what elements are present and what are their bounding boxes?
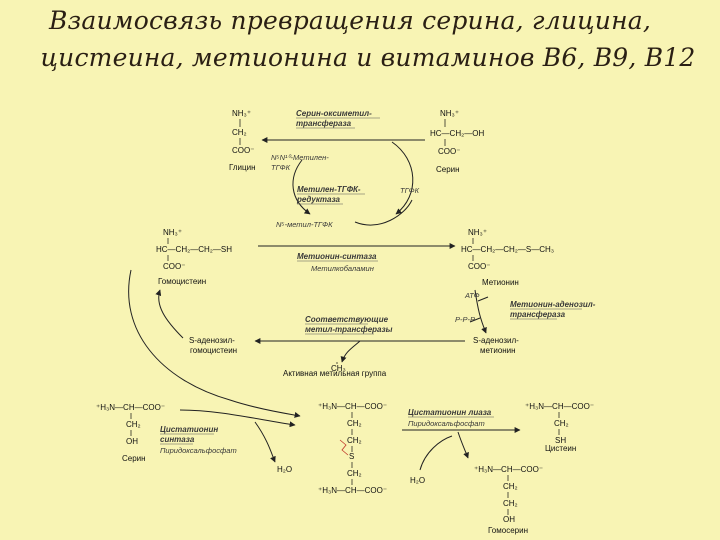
cysteine-ch2: CH₂ — [554, 419, 569, 428]
cystathionine-ch2b: CH₂ — [347, 436, 362, 445]
cleavage-mark — [339, 439, 349, 456]
methionine-name: Метионин — [482, 278, 519, 287]
enzyme-cbs-line2: синтаза — [160, 435, 195, 444]
enzyme-mthfr-line2: редуктаза — [296, 195, 341, 204]
methionine-chain: HC—CH₂—CH₂—S—CH₃ — [461, 245, 554, 254]
methyl-group-name: Активная метильная группа — [283, 369, 387, 378]
cysteine-chain: ⁺H₃N—CH—COO⁻ — [525, 402, 594, 411]
methyl-ch3: CH₃ — [331, 364, 346, 373]
sam-line1: S-аденозил- — [473, 336, 519, 345]
cofactor-methylene-thf-line2: ТГФК — [271, 163, 291, 172]
serine-name: Серин — [436, 165, 460, 174]
enzyme-mat-line1: Метионин-аденозил- — [510, 300, 596, 309]
glycine-coo: COO⁻ — [232, 146, 254, 155]
cofactor-methylcobalamin: Метилкобаламин — [311, 264, 374, 273]
sam-line2: метионин — [480, 346, 516, 355]
cysteine-name: Цистеин — [545, 444, 576, 453]
glycine-structure: NH₃⁺ CH₂ COO⁻ Глицин — [229, 109, 256, 172]
cofactor-cgl: Пиридоксальфосфат — [408, 419, 485, 428]
arrow-serine-to-cystathionine — [179, 409, 296, 428]
cofactor-cbs: Пиридоксальфосфат — [160, 446, 237, 455]
methionine-nh3: NH₃⁺ — [468, 228, 487, 237]
arrow-methylene-to-methyl — [292, 159, 311, 215]
serine2-chain: ⁺H₃N—CH—COO⁻ — [96, 403, 165, 412]
cofactor-atp: АТФ — [464, 291, 480, 300]
enzyme-mthfr-line1: Метилен-ТГФК- — [297, 185, 361, 194]
enzyme-shmt-line1: Серин-оксиметил- — [296, 109, 372, 118]
cysteine-structure: ⁺H₃N—CH—COO⁻ CH₂ SH Цистеин — [525, 402, 594, 453]
homoserine-oh: OH — [503, 515, 515, 524]
cystathionine-top: ⁺H₃N—CH—COO⁻ — [318, 402, 387, 411]
cystathionine-s: S — [349, 452, 354, 461]
arrow-water-in — [419, 435, 453, 471]
arrow-h2o-out-1 — [254, 421, 276, 463]
enzyme-shmt-line2: трансфераза — [296, 119, 352, 128]
homoserine-ch2b: CH₂ — [503, 499, 518, 508]
homocysteine-structure: NH₃⁺ HC—CH₂—CH₂—SH COO⁻ Гомоцистеин — [156, 228, 232, 286]
homoserine-ch2a: CH₂ — [503, 482, 518, 491]
title-line-1: Взаимосвязь превращения серина, глицина, — [48, 6, 652, 35]
homocysteine-nh3: NH₃⁺ — [163, 228, 182, 237]
cofactor-thf: ТГФК — [400, 186, 420, 195]
cystathionine-ch2a: CH₂ — [347, 419, 362, 428]
water-2: H₂O — [410, 476, 425, 485]
serine2-oh: OH — [126, 437, 138, 446]
enzyme-methionine-synthase: Метионин-синтаза — [297, 252, 377, 261]
cystathionine-bottom: ⁺H₃N—CH—COO⁻ — [318, 486, 387, 495]
arrow-sah-to-homocysteine — [155, 289, 184, 339]
glycine-name: Глицин — [229, 163, 256, 172]
methionine-structure: NH₃⁺ HC—CH₂—CH₂—S—CH₃ COO⁻ Метионин — [461, 228, 554, 287]
serine-chain: HC—CH₂—OH — [430, 129, 484, 138]
serine2-ch2: CH₂ — [126, 420, 141, 429]
homocysteine-coo: COO⁻ — [163, 262, 185, 271]
homoserine-structure: ⁺H₃N—CH—COO⁻ CH₂ CH₂ OH Гомосерин — [474, 465, 543, 535]
cysteine-sh: SH — [555, 436, 566, 445]
sah-line1: S-аденозил- — [189, 336, 235, 345]
homocysteine-chain: HC—CH₂—CH₂—SH — [156, 245, 232, 254]
methionine-coo: COO⁻ — [468, 262, 490, 271]
enzyme-cgl: Цистатионин лиаза — [408, 408, 492, 417]
arrow-cycle-bottom — [354, 199, 413, 226]
water-1: H₂O — [277, 465, 292, 474]
cofactor-methylene-thf-line1: N⁵N¹⁰-Метилен- — [271, 153, 329, 162]
cofactor-methyl-thf: N⁵-метил-ТГФК — [276, 220, 333, 229]
enzyme-mt-line2: метил-трансферазы — [305, 325, 393, 334]
glycine-ch2: CH₂ — [232, 128, 247, 137]
serine-coo: COO⁻ — [438, 147, 460, 156]
arrow-atp-in — [477, 296, 489, 302]
cystathionine-structure: ⁺H₃N—CH—COO⁻ CH₂ CH₂ S CH₂ ⁺H₃N—CH—COO⁻ — [318, 402, 387, 495]
arrow-to-homoserine — [457, 431, 469, 459]
homoserine-name: Гомосерин — [488, 526, 528, 535]
title-line-2: цистеина, метионина и витаминов В6, В9, … — [40, 43, 696, 72]
arrow-ppp-out — [469, 317, 481, 323]
homoserine-chain: ⁺H₃N—CH—COO⁻ — [474, 465, 543, 474]
arrow-thf-to-methylene — [391, 141, 414, 215]
homocysteine-name: Гомоцистеин — [158, 277, 206, 286]
serine2-name: Серин — [122, 454, 146, 463]
arrow-methyl-out — [340, 340, 361, 363]
enzyme-mt-line1: Соответствующие — [305, 315, 389, 324]
glycine-nh3: NH₃⁺ — [232, 109, 251, 118]
serine-structure: NH₃⁺ HC—CH₂—OH COO⁻ Серин — [430, 109, 484, 174]
arrow-methionine-to-sam — [474, 289, 487, 334]
serine2-structure: ⁺H₃N—CH—COO⁻ CH₂ OH Серин — [96, 403, 165, 463]
enzyme-mat-line2: трансфераза — [510, 310, 566, 319]
cofactor-ppp: P-P-P — [455, 315, 475, 324]
sah-line2: гомоцистеин — [190, 346, 237, 355]
arrow-homocysteine-to-cystathionine — [128, 269, 301, 418]
cystathionine-ch2c: CH₂ — [347, 469, 362, 478]
enzyme-cbs-line1: Цистатионин — [160, 425, 218, 434]
serine-nh3: NH₃⁺ — [440, 109, 459, 118]
